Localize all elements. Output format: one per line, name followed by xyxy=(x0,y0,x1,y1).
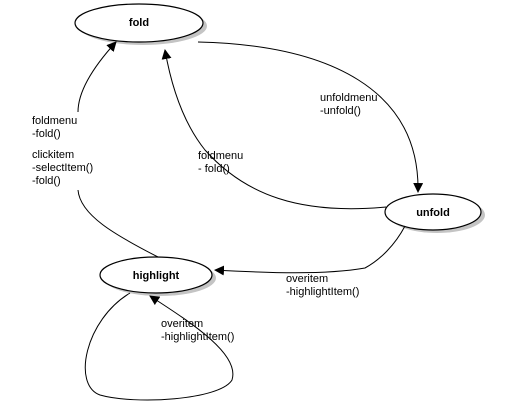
transition-unfold-to-highlight-action: -highlightItem() xyxy=(286,286,359,298)
transition-highlight-to-fold: foldmenu -fold() clickitem -selectItem()… xyxy=(32,41,159,258)
transition-unfold-to-highlight: overitem -highlightItem() xyxy=(214,225,406,298)
transition-highlight-to-fold-action3: -fold() xyxy=(32,175,61,187)
transition-highlight-to-fold-action1: -fold() xyxy=(32,128,61,140)
transition-fold-to-unfold: unfoldmenu -unfold() xyxy=(197,41,424,193)
transition-unfold-to-fold-arrow xyxy=(161,49,387,210)
transition-fold-to-unfold-arrow xyxy=(197,41,424,193)
transition-highlight-to-fold-action2: -selectItem() xyxy=(32,162,93,174)
transition-highlight-self-loop-arrow xyxy=(84,292,234,401)
state-highlight[interactable]: highlight xyxy=(99,256,216,296)
transition-highlight-to-fold-arrow xyxy=(77,189,159,258)
state-unfold-label: unfold xyxy=(416,207,450,219)
transition-unfold-to-fold-action: - fold() xyxy=(198,163,230,175)
transition-highlight-to-fold-event2: clickitem xyxy=(32,149,74,161)
transition-fold-to-unfold-event: unfoldmenu xyxy=(320,92,378,104)
state-highlight-label: highlight xyxy=(133,270,180,282)
state-fold[interactable]: fold xyxy=(74,3,207,45)
transition-highlight-to-fold-event1: foldmenu xyxy=(32,115,77,127)
transition-unfold-to-highlight-arrow xyxy=(214,225,406,276)
state-fold-label: fold xyxy=(129,17,149,29)
transition-highlight-self-loop-action: -highlightItem() xyxy=(161,331,234,343)
transition-unfold-to-fold-event: foldmenu xyxy=(198,150,243,162)
transition-unfold-to-fold: foldmenu - fold() xyxy=(161,49,387,210)
transition-highlight-self-loop-event: overitem xyxy=(161,318,203,330)
transition-unfold-to-highlight-event: overitem xyxy=(286,273,328,285)
state-unfold[interactable]: unfold xyxy=(384,193,485,233)
transition-highlight-to-fold-arrow-head xyxy=(77,41,117,113)
transition-highlight-self-loop: overitem -highlightItem() xyxy=(84,292,234,401)
transition-fold-to-unfold-action: -unfold() xyxy=(320,105,361,117)
